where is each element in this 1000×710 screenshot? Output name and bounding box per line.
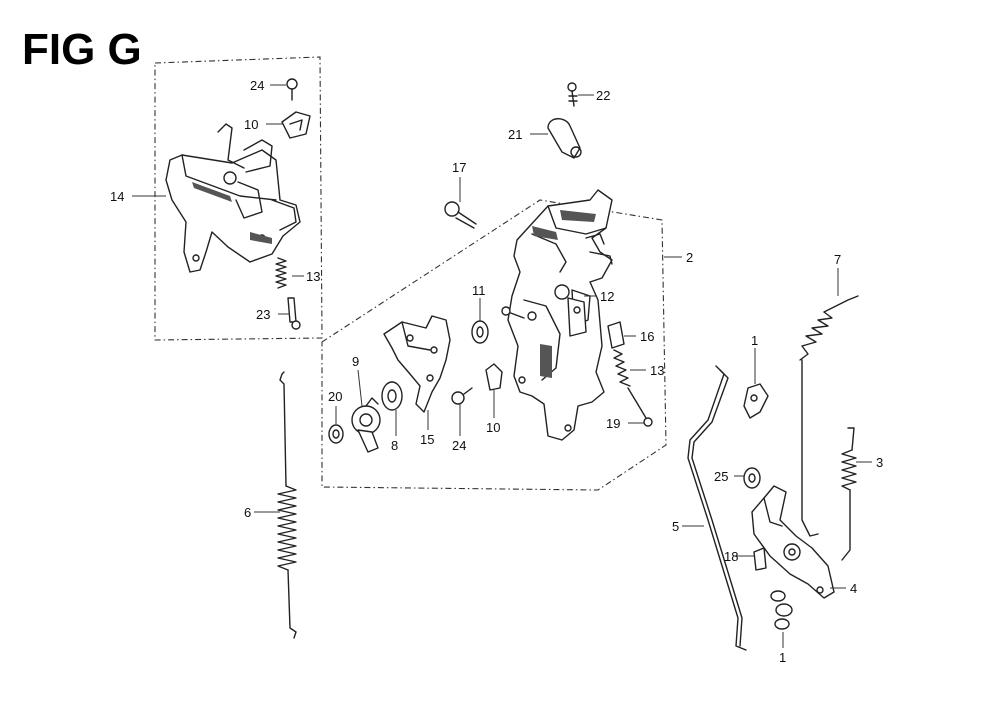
part-18	[753, 547, 767, 571]
screw-24-middle	[451, 387, 473, 405]
callout-20: 20	[328, 389, 342, 404]
spring-3	[841, 427, 857, 561]
spring-13-middle	[613, 349, 631, 387]
callout-9: 9	[352, 354, 359, 369]
callout-16: 16	[640, 329, 654, 344]
part-25	[743, 467, 761, 489]
nut-20	[328, 424, 344, 444]
part-1-lower	[770, 590, 793, 630]
callout-12: 12	[600, 289, 614, 304]
callout-14: 14	[110, 189, 124, 204]
rod-5	[687, 365, 747, 651]
callout-21: 21	[508, 127, 522, 142]
frame-assembly-2	[321, 199, 667, 491]
plate-15	[383, 315, 451, 413]
control-body	[507, 189, 613, 441]
callout-10-upper: 10	[244, 117, 258, 132]
callout-25: 25	[714, 469, 728, 484]
callout-13-middle: 13	[650, 363, 664, 378]
callout-17: 17	[452, 160, 466, 175]
part-16	[607, 321, 625, 349]
callout-1-upper: 1	[751, 333, 758, 348]
part-12	[567, 297, 587, 337]
part-1-upper	[743, 383, 769, 419]
callout-5: 5	[672, 519, 679, 534]
callout-11: 11	[472, 283, 486, 298]
cable-7	[799, 295, 859, 537]
callout-15: 15	[420, 432, 434, 447]
callout-24-middle: 24	[452, 438, 466, 453]
bolt-17	[444, 201, 477, 229]
callout-10-middle: 10	[486, 420, 500, 435]
spring-6	[277, 371, 297, 639]
callout-2: 2	[686, 250, 693, 265]
callout-4: 4	[850, 581, 857, 596]
frame-subassembly-14	[154, 56, 323, 341]
callout-24-upper: 24	[250, 78, 264, 93]
clamp-21	[547, 118, 582, 159]
lever-bracket-4	[751, 485, 835, 599]
callout-18: 18	[724, 549, 738, 564]
callout-7: 7	[834, 252, 841, 267]
clip-10-upper	[281, 111, 311, 139]
screw-body-pivot	[501, 306, 525, 319]
callout-labels: 24 10 14 13 23 22 21 17 2 12 11 16 13 9 …	[110, 78, 883, 665]
callout-8: 8	[391, 438, 398, 453]
spring-13-left	[275, 257, 287, 289]
bracket-14	[165, 123, 301, 273]
clip-10-middle	[485, 363, 503, 391]
screw-24-upper	[286, 78, 298, 101]
callout-1-lower: 1	[779, 650, 786, 665]
leader-lines	[132, 84, 872, 648]
washer-8	[381, 381, 403, 411]
callout-22: 22	[596, 88, 610, 103]
callout-13-left: 13	[306, 269, 320, 284]
callout-3: 3	[876, 455, 883, 470]
callout-6: 6	[244, 505, 251, 520]
lever-9	[351, 397, 381, 453]
bolt-19	[627, 387, 653, 427]
washer-11	[471, 320, 489, 344]
screw-22	[567, 82, 578, 107]
callout-19: 19	[606, 416, 620, 431]
figure-title: FIG G	[22, 25, 142, 74]
callout-23: 23	[256, 307, 270, 322]
